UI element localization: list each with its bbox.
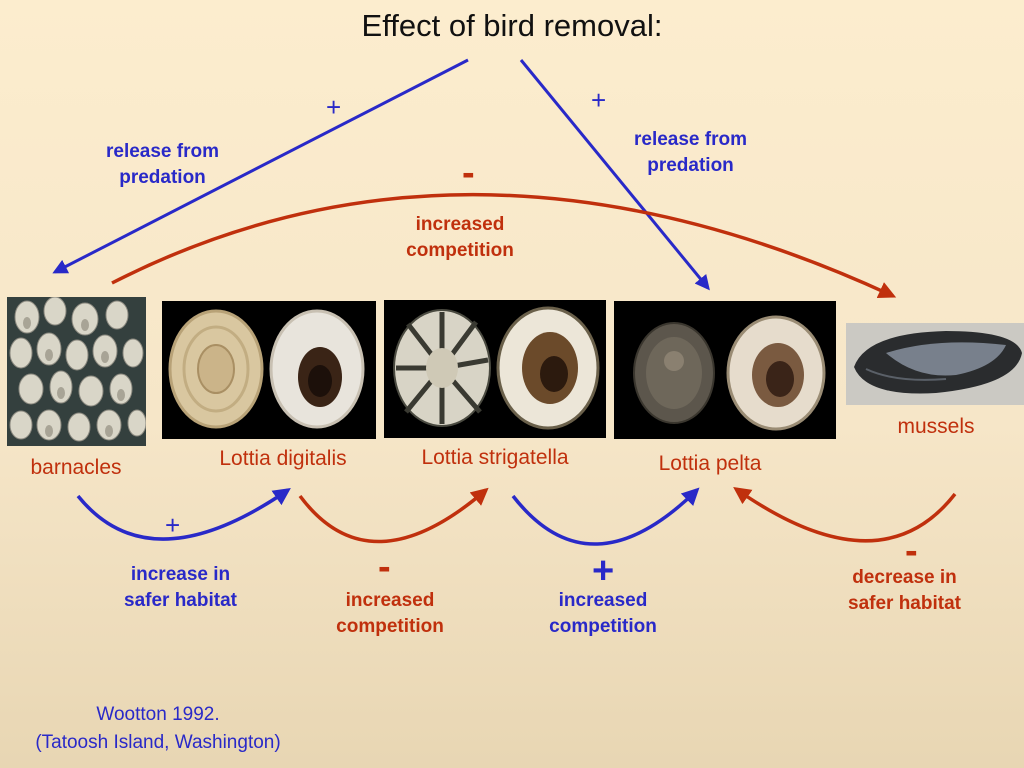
lottia-pelta-image	[614, 301, 836, 439]
minus-sign-bottom-2: -	[378, 546, 391, 588]
lottia-strigatella-image	[384, 300, 606, 438]
mussels-image	[846, 323, 1024, 405]
arrow-barnacles-to-digitalis	[76, 488, 291, 541]
minus-sign-bottom-4: -	[905, 530, 918, 572]
arrow-bird-to-pelta	[519, 59, 710, 291]
plus-sign-left: +	[326, 92, 342, 122]
label-barnacles: barnacles	[30, 456, 122, 479]
lottia-strigatella-photo	[384, 300, 606, 438]
slide-title: Effect of bird removal:	[361, 8, 663, 43]
plus-sign-bottom-1: +	[165, 510, 181, 540]
label-release-left: release from predation	[105, 141, 219, 188]
lottia-digitalis-image	[162, 301, 376, 439]
label-lottia-strigatella: Lottia strigatella	[421, 446, 569, 469]
label-competition-center: increased competition	[406, 214, 514, 261]
label-competition-bottom-2: increased competition	[336, 590, 444, 637]
barnacles-photo	[7, 297, 146, 446]
arrow-barnacles-to-mussels	[111, 192, 897, 299]
citation: Wootton 1992. (Tatoosh Island, Washingto…	[35, 704, 281, 753]
label-mussels: mussels	[897, 415, 975, 438]
arrow-mussels-to-pelta	[733, 486, 957, 543]
label-lottia-digitalis: Lottia digitalis	[219, 447, 347, 470]
label-lottia-pelta: Lottia pelta	[658, 452, 762, 475]
lottia-pelta-photo	[614, 301, 836, 439]
arrow-bird-to-barnacles	[52, 58, 469, 274]
label-increase-habitat: increase in safer habitat	[124, 564, 237, 611]
arrow-strigatella-to-pelta	[511, 487, 700, 546]
label-release-right: release from predation	[633, 129, 747, 176]
plus-sign-right: +	[591, 85, 607, 115]
label-decrease-habitat: decrease in safer habitat	[848, 567, 961, 614]
label-competition-bottom-3: increased competition	[549, 590, 657, 637]
lottia-digitalis-photo	[162, 301, 376, 439]
arrow-digitalis-to-strigatella	[298, 487, 489, 544]
barnacles-image	[7, 297, 146, 446]
plus-sign-bottom-3: +	[592, 550, 615, 592]
minus-sign-center: -	[462, 152, 475, 194]
mussels-photo	[846, 323, 1024, 405]
